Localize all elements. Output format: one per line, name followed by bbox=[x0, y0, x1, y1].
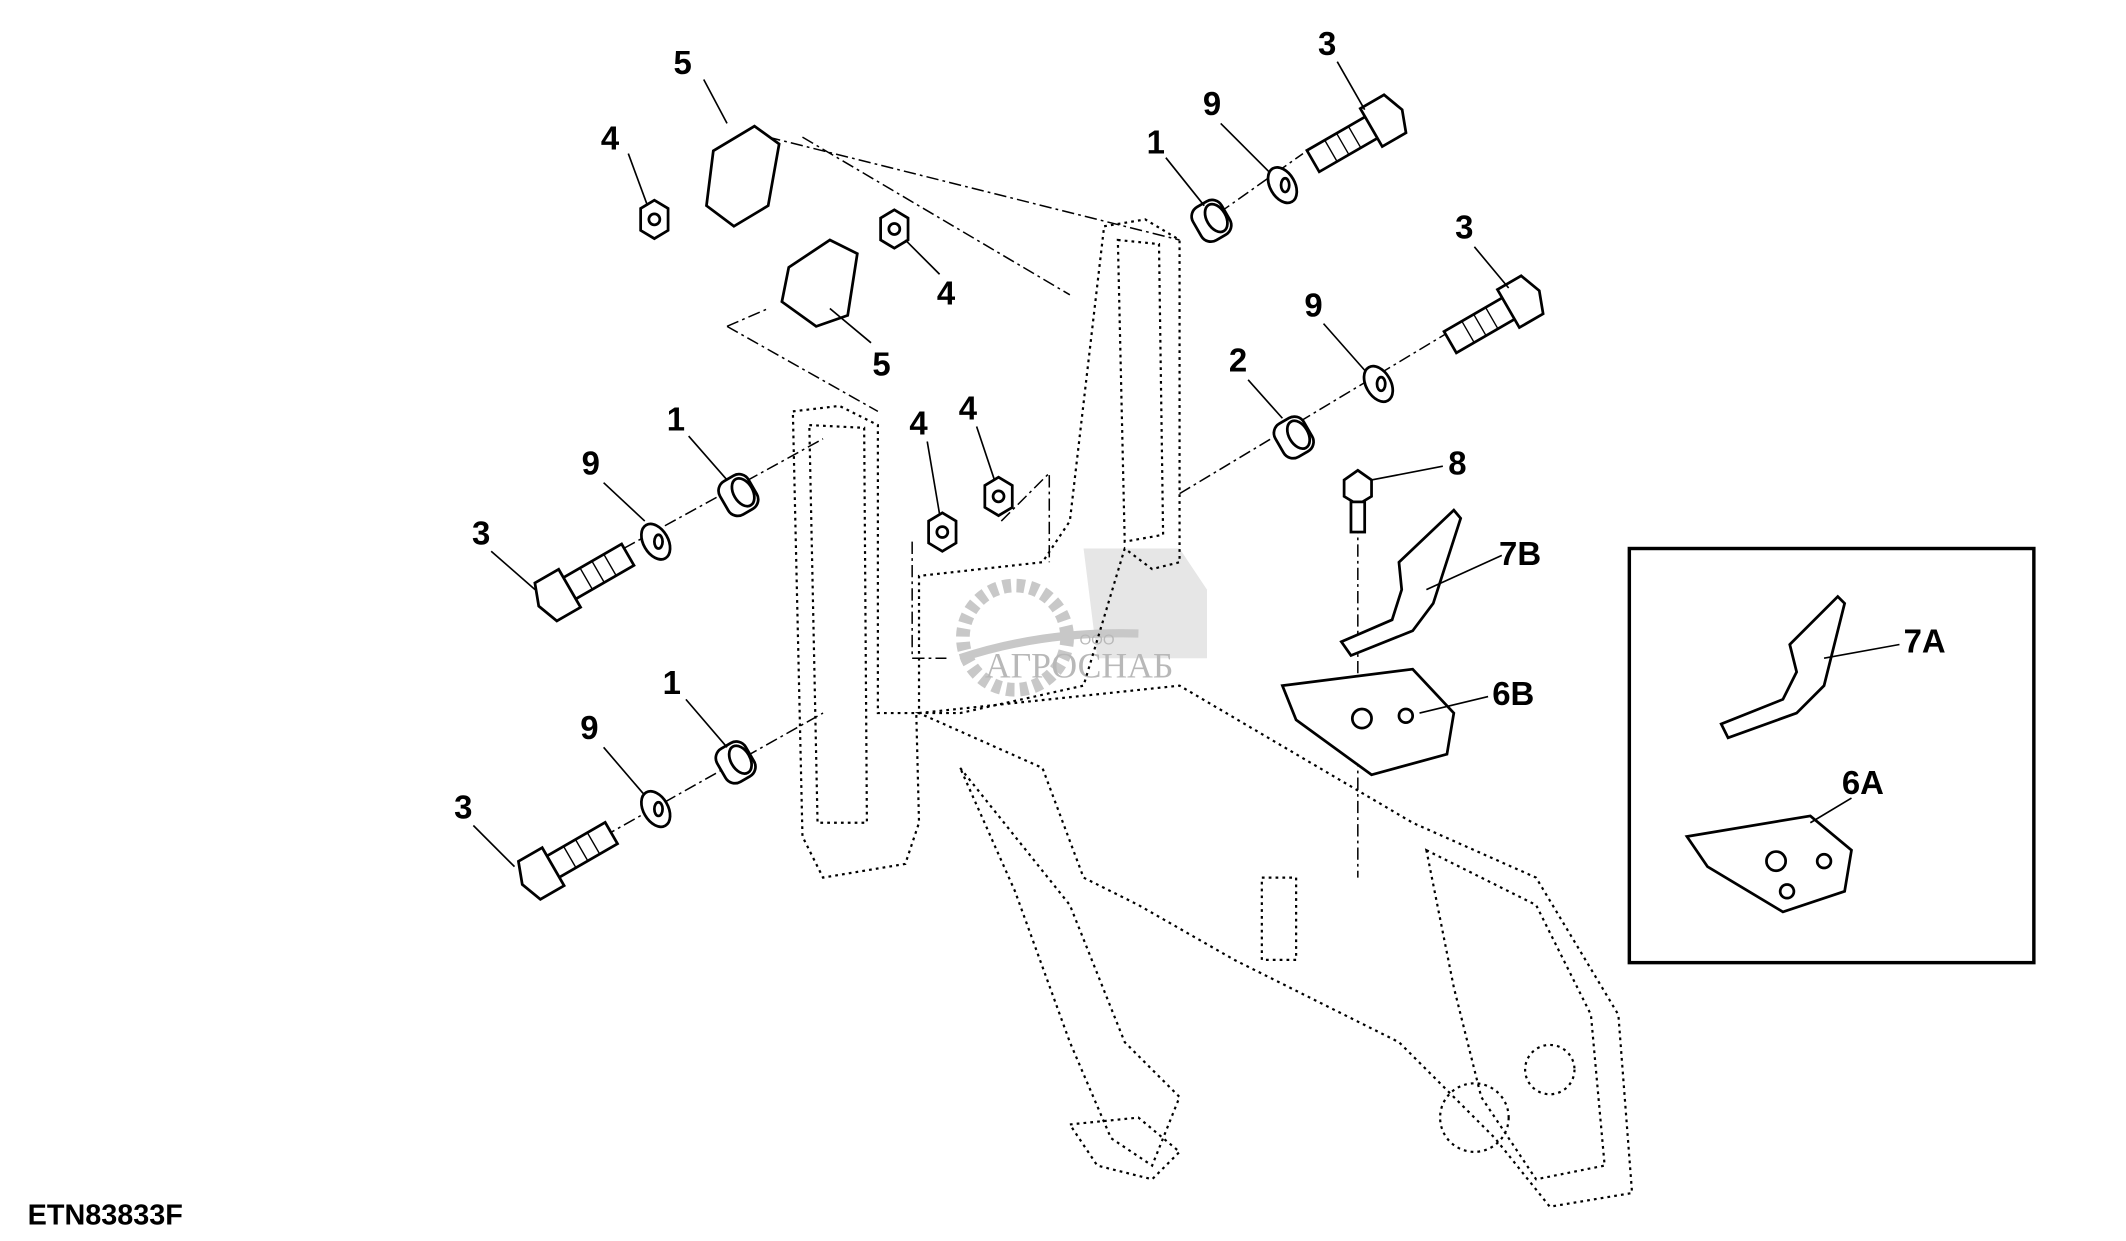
watermark-logo: ООО АГРОСНАБ bbox=[956, 548, 1207, 697]
bolt bbox=[516, 820, 620, 902]
bracket-7a bbox=[1719, 594, 1847, 740]
inset-alternate-parts bbox=[1627, 546, 2036, 965]
callout-8: 8 bbox=[1448, 444, 1466, 481]
callout-3: 3 bbox=[454, 789, 472, 826]
callout-7a: 7A bbox=[1904, 623, 1946, 660]
callout-9: 9 bbox=[1203, 85, 1221, 122]
callout-3: 3 bbox=[1318, 25, 1336, 62]
mounting-frame bbox=[791, 218, 1634, 1208]
callout-4: 4 bbox=[601, 119, 620, 156]
bracket-7b bbox=[1339, 508, 1463, 658]
callout-9: 9 bbox=[582, 444, 600, 481]
watermark-text: АГРОСНАБ bbox=[985, 645, 1174, 685]
callout-labels: 5 4 5 4 3 9 1 3 9 2 1 9 3 4 4 8 7B 6B 1 … bbox=[454, 25, 1946, 826]
leader-lines bbox=[472, 61, 1900, 868]
watermark-prefix: ООО bbox=[1079, 631, 1114, 648]
callout-3: 3 bbox=[1455, 209, 1473, 246]
spacer-5 bbox=[705, 124, 781, 228]
callout-4: 4 bbox=[909, 405, 928, 442]
callout-6b: 6B bbox=[1492, 675, 1534, 712]
bolt bbox=[1305, 93, 1408, 174]
bolt bbox=[533, 542, 636, 623]
callout-6a: 6A bbox=[1842, 764, 1884, 801]
callout-1: 1 bbox=[1147, 124, 1165, 161]
callout-2: 2 bbox=[1229, 342, 1247, 379]
callout-3: 3 bbox=[472, 514, 490, 551]
callout-4: 4 bbox=[937, 274, 956, 311]
flange-bolt-8 bbox=[1342, 468, 1373, 507]
spacer-5 bbox=[780, 238, 859, 328]
callout-5: 5 bbox=[674, 44, 692, 81]
callout-1: 1 bbox=[667, 401, 685, 438]
callout-1: 1 bbox=[663, 664, 681, 701]
callout-9: 9 bbox=[580, 709, 598, 746]
callout-5: 5 bbox=[872, 346, 890, 383]
callout-4: 4 bbox=[959, 390, 978, 427]
callout-7b: 7B bbox=[1499, 535, 1541, 572]
bolt bbox=[1442, 274, 1545, 355]
assembly-lines bbox=[603, 136, 1455, 878]
callout-9: 9 bbox=[1304, 287, 1322, 324]
figure-code: ETN83833F bbox=[28, 1200, 183, 1232]
